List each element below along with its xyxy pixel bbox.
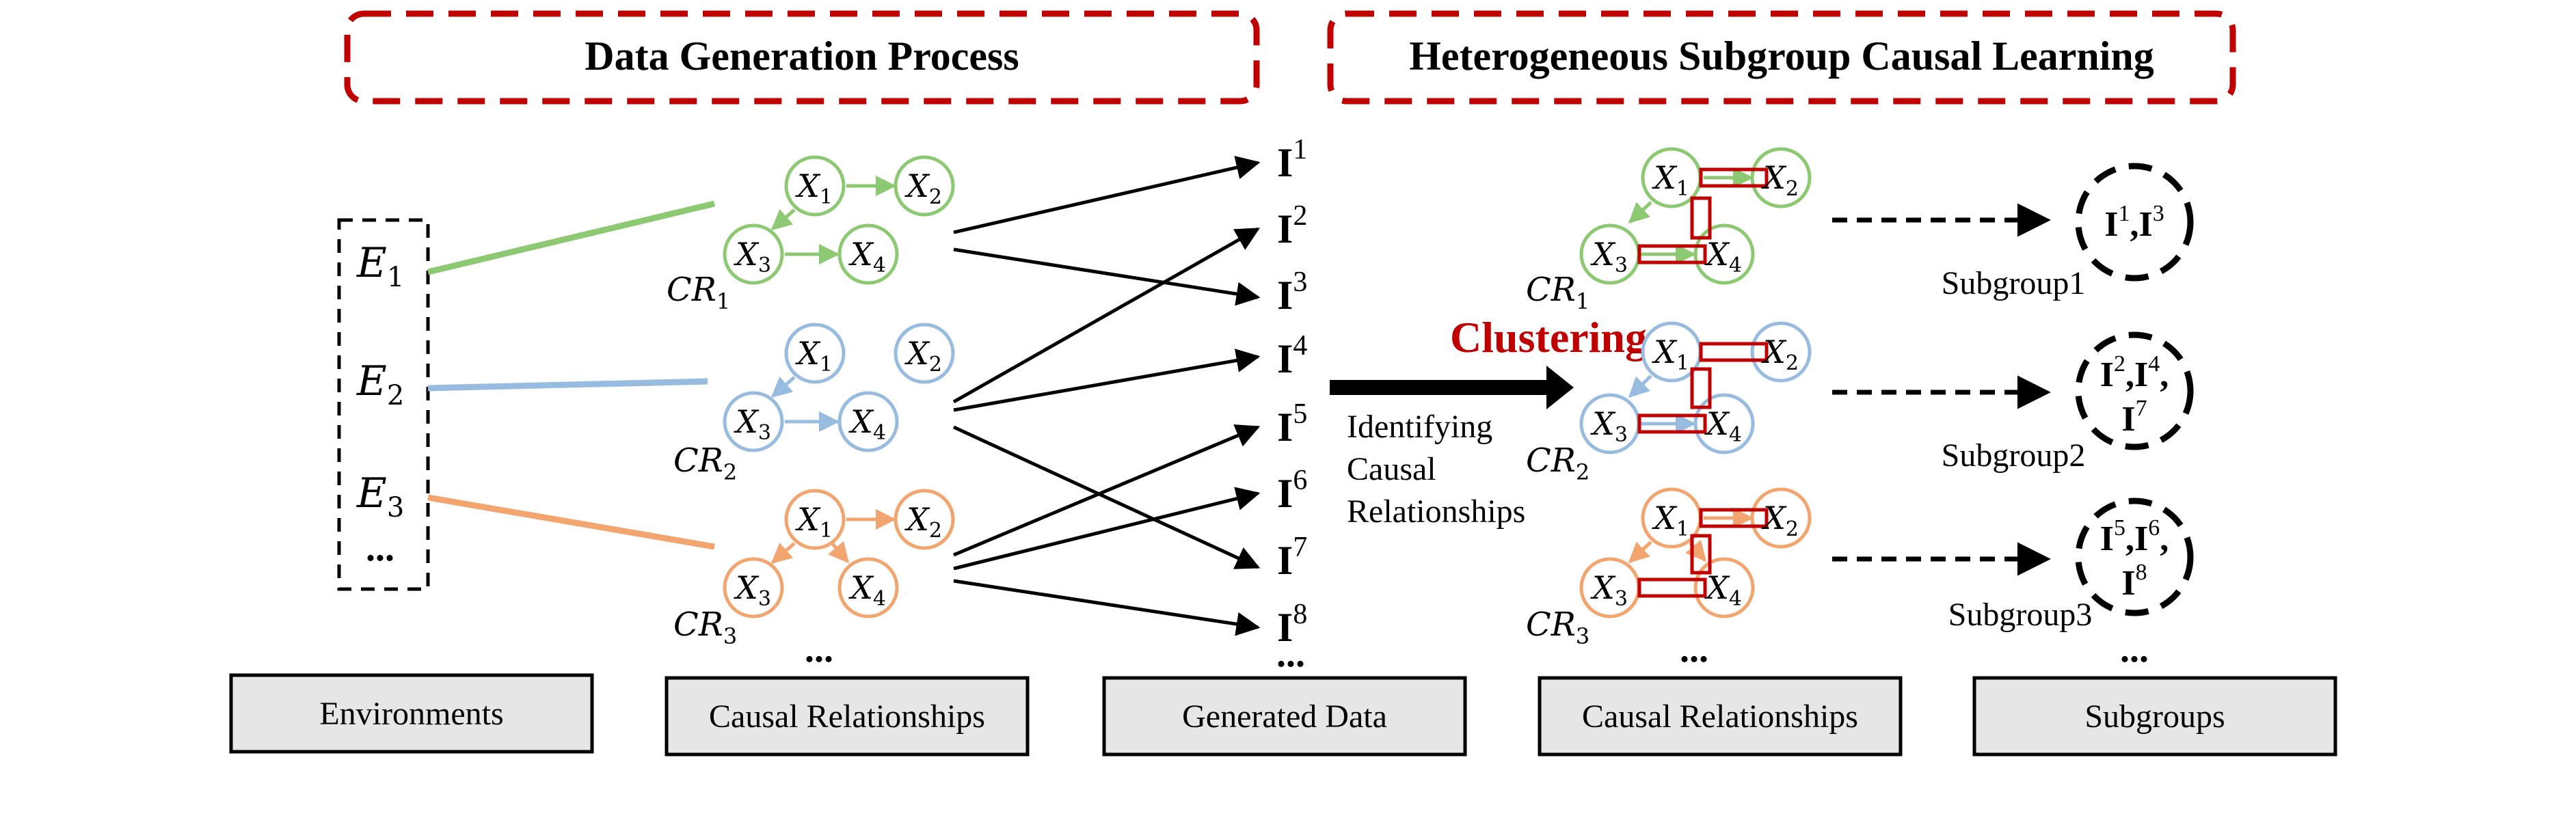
subgroup-2: I2,I4, I7 Subgroup2: [1942, 331, 2194, 474]
header-left-title: Data Generation Process: [585, 33, 1019, 79]
header-right-title: Heterogeneous Subgroup Causal Learning: [1409, 33, 2154, 79]
header-left: Data Generation Process: [344, 10, 1260, 105]
environments-group: E1 E2 E3 ...: [337, 218, 430, 591]
data-item-5: I5: [1277, 398, 1307, 450]
environments-dashed-box: [337, 218, 430, 591]
svg-text:X3: X3: [1590, 236, 1628, 277]
svg-text:X1: X1: [1652, 333, 1689, 375]
svg-text:X3: X3: [1590, 569, 1628, 611]
bottom-label-subgroups: Subgroups: [2084, 698, 2225, 735]
clustering-step: Clustering Identifying Causal Relationsh…: [1330, 313, 1647, 530]
right-graphs-ellipsis: ...: [1680, 628, 1708, 670]
causal-graph-cr2-right: X1 X2 X3 X4 CR2: [1526, 321, 1812, 485]
subgroup-2-label: Subgroup2: [1942, 437, 2086, 474]
generation-arrows: [952, 155, 1261, 636]
data-item-1: I1: [1277, 134, 1307, 185]
data-item-2: I2: [1277, 200, 1307, 251]
svg-text:I7: I7: [2121, 396, 2147, 439]
bottom-labels: Environments Causal Relationships Genera…: [229, 673, 2337, 757]
svg-text:X4: X4: [848, 569, 886, 611]
subgroup-1: I1,I3 Subgroup1: [1942, 163, 2194, 301]
env3-connector: [427, 494, 715, 550]
data-item-4: I4: [1277, 330, 1307, 381]
clustering-desc-2: Causal: [1347, 451, 1436, 487]
svg-text:I2,I4,: I2,I4,: [2100, 351, 2169, 394]
svg-text:X2: X2: [1761, 333, 1799, 375]
svg-text:I1,I3: I1,I3: [2104, 201, 2164, 244]
data-item-7: I7: [1277, 532, 1307, 583]
env-label-1: E1: [356, 239, 404, 293]
svg-text:X2: X2: [904, 501, 942, 543]
svg-text:X2: X2: [1761, 159, 1799, 201]
data-item-8: I8: [1277, 599, 1307, 650]
left-graphs-ellipsis: ...: [805, 628, 833, 670]
header-right: Heterogeneous Subgroup Causal Learning: [1327, 10, 2236, 105]
svg-text:X1: X1: [795, 167, 833, 209]
clustering-title: Clustering: [1450, 313, 1647, 362]
subgroup-arrows: [1832, 203, 2051, 576]
env-ellipsis: ...: [366, 527, 394, 569]
svg-text:X4: X4: [1704, 405, 1742, 447]
cr3-left-label: CR3: [673, 605, 737, 649]
svg-text:X3: X3: [734, 403, 771, 445]
env1-connector: [427, 200, 716, 275]
causal-graph-cr2-left: X1 X2 X3 X4 CR2: [673, 323, 955, 485]
causal-graph-cr1-right: X1 X2 X3 X4 CR1: [1526, 147, 1812, 314]
bottom-label-environments: Environments: [319, 696, 503, 732]
causal-graph-cr1-left: X1 X2 X3 X4 CR1: [667, 155, 955, 314]
generated-data-column: I1 I2 I3 I4 I5 I6 I7 I8 ...: [1276, 134, 1307, 675]
env-label-2: E2: [356, 357, 404, 411]
cr2-left-label: CR2: [673, 441, 737, 485]
bottom-label-causal-relationships-2: Causal Relationships: [1582, 698, 1858, 735]
svg-text:X2: X2: [1761, 500, 1799, 541]
bottom-label-generated-data: Generated Data: [1182, 698, 1387, 735]
env-label-3: E3: [356, 469, 404, 523]
svg-text:X2: X2: [904, 167, 942, 209]
data-item-6: I6: [1277, 465, 1307, 516]
svg-text:X4: X4: [848, 236, 886, 277]
svg-text:X1: X1: [1652, 500, 1689, 541]
svg-text:X4: X4: [1704, 236, 1742, 277]
clustering-desc-1: Identifying: [1347, 409, 1492, 445]
svg-text:X2: X2: [904, 335, 942, 377]
subgroups-ellipsis: ...: [2120, 628, 2149, 670]
svg-text:X4: X4: [1704, 569, 1742, 611]
cr2-right-label: CR2: [1526, 441, 1589, 485]
svg-text:I5,I6,: I5,I6,: [2100, 515, 2169, 558]
svg-text:X3: X3: [1590, 405, 1628, 447]
subgroup-1-label: Subgroup1: [1942, 265, 2086, 301]
svg-text:X3: X3: [734, 569, 771, 611]
env2-connector: [427, 378, 708, 392]
causal-graph-cr3-left: X1 X2 X3 X4 CR3: [673, 489, 955, 649]
causal-graph-cr3-right: X1 X2 X3 X4 CR3: [1526, 487, 1812, 649]
svg-text:I8: I8: [2121, 560, 2147, 603]
data-item-3: I3: [1277, 267, 1307, 318]
svg-text:X1: X1: [1652, 159, 1689, 201]
svg-text:X1: X1: [795, 335, 833, 377]
cr1-right-label: CR1: [1526, 271, 1589, 314]
data-ellipsis: ...: [1276, 633, 1305, 675]
bottom-label-causal-relationships-1: Causal Relationships: [709, 698, 985, 735]
svg-text:X1: X1: [795, 501, 833, 543]
svg-text:X4: X4: [848, 403, 886, 445]
subgroup-3-label: Subgroup3: [1948, 597, 2093, 633]
cr3-right-label: CR3: [1526, 605, 1589, 649]
cr1-left-label: CR1: [667, 271, 730, 314]
svg-text:X3: X3: [734, 236, 771, 277]
clustering-desc-3: Relationships: [1347, 493, 1525, 530]
subgroup-3: I5,I6, I8 Subgroup3: [1948, 498, 2194, 633]
